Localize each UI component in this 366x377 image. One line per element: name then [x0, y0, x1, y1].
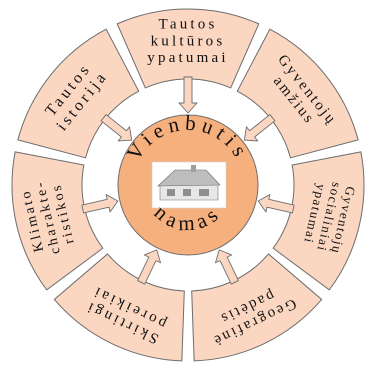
segment-label-line: ypatumai — [147, 50, 228, 66]
arrow-gyventoju-amzius — [244, 115, 275, 141]
center-node: Vienbutis namas — [118, 111, 258, 255]
segment-label-line: kultūros — [151, 33, 226, 49]
house-image — [152, 162, 226, 208]
arrow-klimato-charakteristikos — [82, 194, 118, 212]
arrow-skirtingi-poreikiai — [138, 250, 161, 284]
arrow-gyventoju-socialiniai-ypatumai — [258, 194, 294, 212]
arrow-tautos-istorija — [101, 115, 132, 141]
segment-label-line: Tautos — [159, 16, 218, 32]
arrow-tautos-kulturos-ypatumai — [179, 77, 197, 113]
arrow-geografine-padetis — [215, 250, 238, 284]
